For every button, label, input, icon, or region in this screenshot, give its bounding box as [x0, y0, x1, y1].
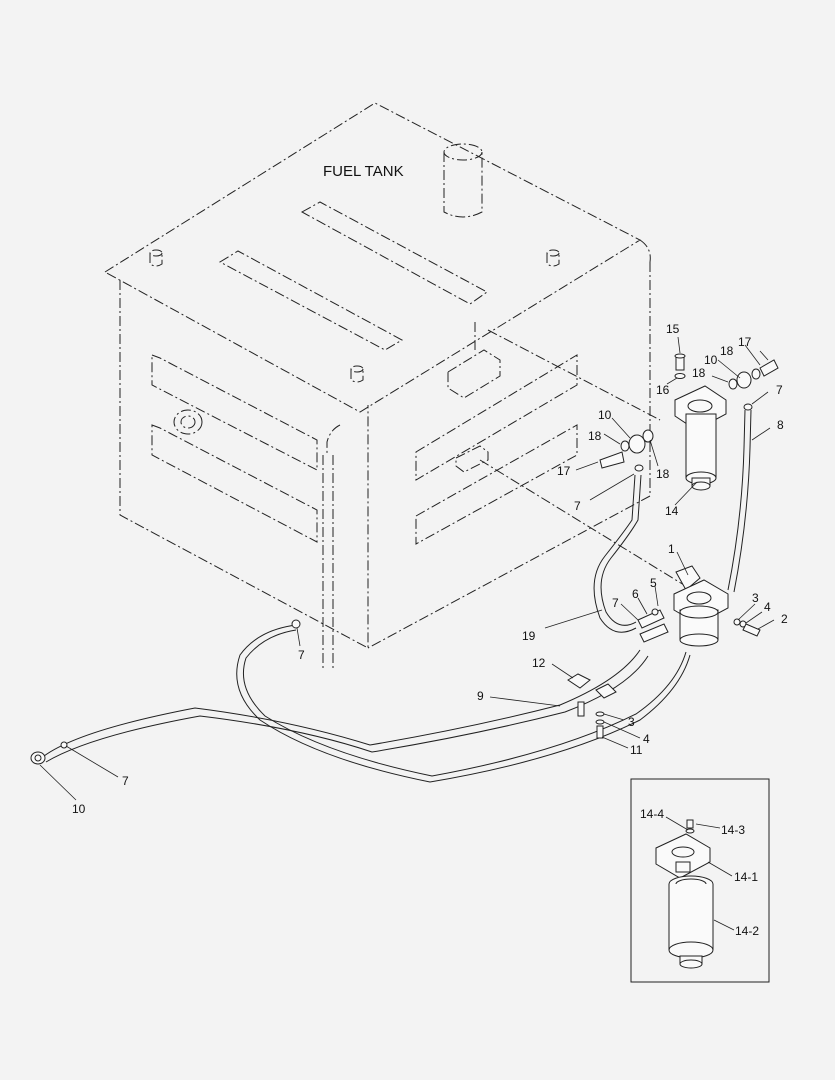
callout-9: 9 — [477, 689, 484, 703]
tank-title: FUEL TANK — [323, 163, 404, 180]
callout-7: 7 — [122, 774, 129, 788]
filter-detail-inset: 14-4 14-3 14-1 14-2 — [630, 778, 770, 983]
clamp-assembly — [567, 673, 617, 739]
callout-2: 2 — [781, 612, 788, 626]
tank-boss-right — [546, 249, 560, 267]
fuel-filter-lower — [637, 565, 761, 647]
callout-7: 7 — [298, 648, 305, 662]
callout-15: 15 — [666, 322, 680, 336]
callout-6: 6 — [632, 587, 639, 601]
callout-16: 16 — [656, 383, 670, 397]
callout-17: 17 — [738, 335, 752, 349]
callout-11: 11 — [630, 743, 643, 757]
hoses — [30, 409, 752, 783]
callout-1: 1 — [668, 542, 675, 556]
callout-14-2: 14-2 — [735, 924, 759, 938]
callout-10: 10 — [704, 353, 718, 367]
tank-boss-front — [350, 365, 364, 383]
callout-14-4: 14-4 — [640, 807, 664, 821]
callout-7: 7 — [612, 596, 619, 610]
fuel-tank — [104, 102, 685, 668]
callout-17: 17 — [557, 464, 571, 478]
callout-18: 18 — [720, 344, 734, 358]
fittings-upper — [599, 359, 779, 472]
callout-3: 3 — [752, 591, 759, 605]
callout-18: 18 — [588, 429, 602, 443]
callout-18: 18 — [656, 467, 670, 481]
callout-4: 4 — [764, 600, 771, 614]
callout-14-3: 14-3 — [721, 823, 745, 837]
callout-14: 14 — [665, 504, 679, 518]
callout-10: 10 — [72, 802, 86, 816]
callout-12: 12 — [532, 656, 546, 670]
callout-18: 18 — [692, 366, 706, 380]
callout-19: 19 — [522, 629, 536, 643]
callout-4: 4 — [643, 732, 650, 746]
tank-boss-left — [149, 249, 163, 267]
fuel-filter-upper — [674, 353, 727, 491]
callout-3: 3 — [628, 715, 635, 729]
callout-10: 10 — [598, 408, 612, 422]
callout-8: 8 — [777, 418, 784, 432]
callout-7: 7 — [574, 499, 581, 513]
callout-7: 7 — [776, 383, 783, 397]
callout-14-1: 14-1 — [734, 870, 758, 884]
callout-5: 5 — [650, 576, 657, 590]
leader-lines — [39, 336, 775, 801]
